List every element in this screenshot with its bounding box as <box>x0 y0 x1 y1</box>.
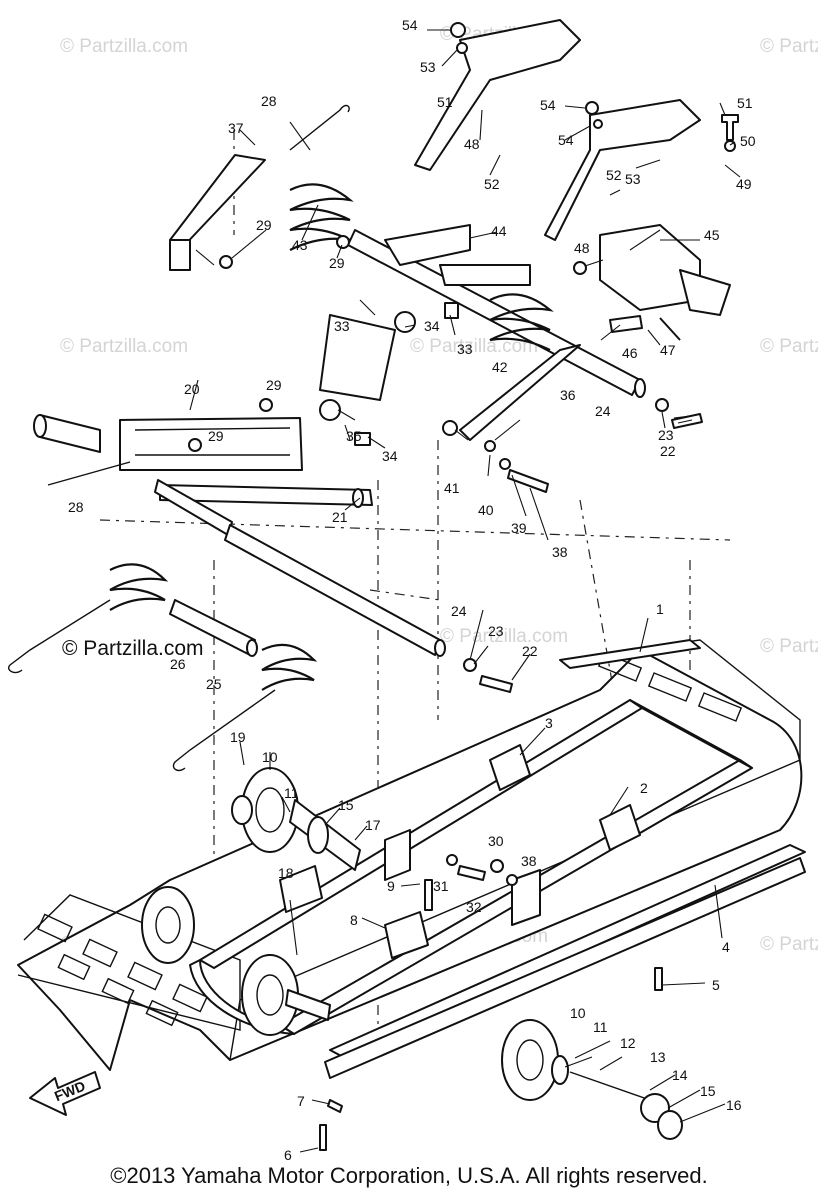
callout-24: 24 <box>451 603 467 619</box>
callout-34: 34 <box>424 318 440 334</box>
partzilla-watermark: © Partzilla.com <box>760 336 818 357</box>
callout-15: 15 <box>700 1083 716 1099</box>
callout-13: 13 <box>650 1049 666 1065</box>
callout-3: 3 <box>545 715 553 731</box>
callout-6: 6 <box>284 1147 292 1160</box>
track-suspension-exploded-diagram: © Partzilla.com © Partzilla.com © Partzi… <box>8 17 818 1160</box>
callout-22: 22 <box>522 643 538 659</box>
callout-2: 2 <box>640 780 648 796</box>
callout-33: 33 <box>334 318 350 334</box>
bracket-17 <box>384 829 411 881</box>
callout-48: 48 <box>464 136 480 152</box>
callout-12: 12 <box>620 1035 636 1051</box>
callout-28: 28 <box>261 93 277 109</box>
callout-14: 14 <box>672 1067 688 1083</box>
callout-41: 41 <box>444 480 460 496</box>
callout-51: 51 <box>737 95 753 111</box>
callout-18: 18 <box>278 865 294 881</box>
callout-labels: 1 2 3 4 5 6 7 8 9 10 10 11 11 12 13 14 1… <box>68 17 756 1160</box>
callout-8: 8 <box>350 912 358 928</box>
callout-52: 52 <box>484 176 500 192</box>
callout-54: 54 <box>558 132 574 148</box>
callout-19: 19 <box>230 729 246 745</box>
callout-33: 33 <box>457 341 473 357</box>
callout-36: 36 <box>560 387 576 403</box>
callout-24: 24 <box>595 403 611 419</box>
callout-48: 48 <box>574 240 590 256</box>
rear-arm-assembly <box>33 414 446 657</box>
callout-5: 5 <box>712 977 720 993</box>
upper-brackets <box>414 19 731 316</box>
callout-23: 23 <box>488 623 504 639</box>
callout-22: 22 <box>660 443 676 459</box>
callout-17: 17 <box>365 817 381 833</box>
bracket-31 <box>511 869 541 926</box>
callout-40: 40 <box>478 502 494 518</box>
callout-54: 54 <box>402 17 418 33</box>
callout-29: 29 <box>266 377 282 393</box>
slide-block-8 <box>384 911 429 959</box>
callout-29: 29 <box>256 217 272 233</box>
slide-rail <box>324 844 806 1079</box>
callout-38: 38 <box>521 853 537 869</box>
callout-16: 16 <box>726 1097 742 1113</box>
front-arm-assembly <box>169 154 646 441</box>
callout-10: 10 <box>262 749 278 765</box>
callout-42: 42 <box>492 359 508 375</box>
callout-4: 4 <box>722 939 730 955</box>
callout-49: 49 <box>736 176 752 192</box>
partzilla-watermark: © Partzilla.com <box>760 934 818 955</box>
callout-1: 1 <box>656 601 664 617</box>
shock-absorber-32 <box>319 314 396 401</box>
callout-35: 35 <box>346 428 362 444</box>
partzilla-watermark-dark: © Partzilla.com <box>62 637 204 660</box>
partzilla-watermark: © Partzilla.com <box>440 626 568 647</box>
idler-wheels <box>141 767 683 1140</box>
callout-28: 28 <box>68 499 84 515</box>
callout-7: 7 <box>297 1093 305 1109</box>
callout-53: 53 <box>420 59 436 75</box>
callout-45: 45 <box>704 227 720 243</box>
fwd-arrow: FWD <box>29 1071 101 1116</box>
callout-9: 9 <box>387 878 395 894</box>
callout-32: 32 <box>466 899 482 915</box>
partzilla-watermark: © Partzilla.com <box>60 336 188 357</box>
callout-39: 39 <box>511 520 527 536</box>
callout-47: 47 <box>660 342 676 358</box>
callout-44: 44 <box>491 223 507 239</box>
copyright-notice: ©2013 Yamaha Motor Corporation, U.S.A. A… <box>110 1163 708 1188</box>
callout-15: 15 <box>338 797 354 813</box>
frame-rails <box>189 639 753 1035</box>
partzilla-watermark: © Partzilla.com <box>760 636 818 657</box>
callout-54: 54 <box>540 97 556 113</box>
callout-26: 26 <box>170 656 186 672</box>
callout-51: 51 <box>437 94 453 110</box>
partzilla-watermark: © Partzilla.com <box>410 336 538 357</box>
callout-21: 21 <box>332 509 348 525</box>
hardware <box>188 22 739 1151</box>
callout-25: 25 <box>206 676 222 692</box>
callout-38: 38 <box>552 544 568 560</box>
callout-11: 11 <box>284 785 299 801</box>
callout-29: 29 <box>329 255 345 271</box>
callout-10: 10 <box>570 1005 586 1021</box>
callout-31: 31 <box>433 878 449 894</box>
partzilla-watermark: © Partzilla.com <box>760 36 818 57</box>
callout-50: 50 <box>740 133 756 149</box>
callout-43: 43 <box>292 237 308 253</box>
callout-34: 34 <box>382 448 398 464</box>
callout-53: 53 <box>625 171 641 187</box>
callout-37: 37 <box>228 120 244 136</box>
callout-11: 11 <box>593 1019 608 1035</box>
callout-46: 46 <box>622 345 638 361</box>
callout-30: 30 <box>488 833 504 849</box>
callout-29: 29 <box>208 428 224 444</box>
callout-20: 20 <box>184 381 200 397</box>
callout-23: 23 <box>658 427 674 443</box>
callout-52: 52 <box>606 167 622 183</box>
springs <box>8 104 554 772</box>
leader-lines <box>189 29 741 1153</box>
partzilla-watermark: © Partzilla.com <box>60 36 188 57</box>
